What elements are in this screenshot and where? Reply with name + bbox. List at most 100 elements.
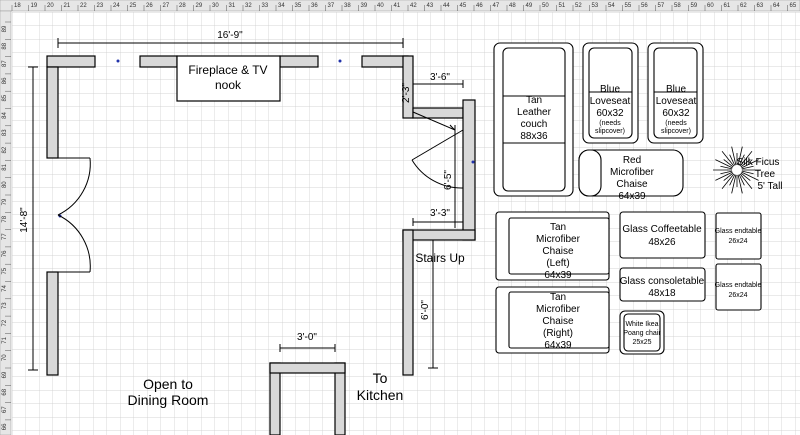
svg-text:slipcover): slipcover) [661,128,691,135]
top-ruler-number: 18 [14,3,21,9]
left-ruler-number: 87 [2,60,8,67]
left-ruler-number: 77 [2,233,8,240]
endtable-1-size: 26x24 [728,238,747,245]
left-ruler-number: 88 [2,42,8,49]
loveseat-2-text: Blue Loveseat 60x32 (needs slipcover) [656,84,697,135]
left-ruler-number: 80 [2,181,8,188]
svg-text:Loveseat: Loveseat [590,96,631,107]
to-kitchen-line1: To [373,370,388,386]
ficus-leaf [715,171,733,181]
ficus-leaf [741,159,759,169]
left-ruler: 8988878685848382818079787776757473727170… [0,10,12,435]
top-ruler-number: 29 [196,3,203,9]
ficus-leaf [715,159,733,169]
top-ruler-number: 46 [476,3,483,9]
left-door [57,157,91,273]
red-microfiber-chaise [578,149,684,197]
left-ruler-number: 89 [2,25,8,32]
top-ruler-number: 48 [509,3,516,9]
ficus-leaf [741,171,759,181]
top-ruler-number: 33 [262,3,269,9]
svg-text:60x32: 60x32 [596,108,624,119]
svg-text:(needs: (needs [599,120,621,127]
svg-text:60x32: 60x32 [662,108,690,119]
tan-chaise-right [495,286,610,354]
dim-left-wall: 14'-8" [19,207,30,233]
left-ruler-number: 75 [2,267,8,274]
svg-text:Blue: Blue [666,84,686,95]
bottom-post-right [334,362,346,435]
bottom-post-top [269,362,346,374]
top-ruler-number: 50 [542,3,549,9]
dining-line1: Open to [143,376,193,392]
ficus-leaf [720,165,733,170]
consoletable-label: Glass consoletable [620,276,705,287]
ficus-leaf [739,150,753,167]
svg-text:(Right): (Right) [543,328,573,339]
top-ruler-number: 52 [575,3,582,9]
left-ruler-number: 66 [2,423,8,430]
top-ruler-number: 41 [394,3,401,9]
left-ruler-number: 83 [2,129,8,136]
svg-text:64x39: 64x39 [618,191,646,202]
svg-text:64x39: 64x39 [544,270,572,281]
left-ruler-number: 68 [2,388,8,395]
left-ruler-number: 74 [2,285,8,292]
left-ruler-number: 70 [2,354,8,361]
top-ruler-number: 25 [130,3,137,9]
svg-text:Chaise: Chaise [542,246,574,257]
poang-line1: White Ikea [625,321,658,328]
ficus-leaf [737,174,743,194]
left-wall-lower [46,271,59,376]
svg-text:Tree: Tree [755,169,776,180]
right-bay-wall [412,107,464,119]
dining-line2: Dining Room [128,392,209,408]
svg-text:Chaise: Chaise [616,179,648,190]
svg-text:Microfiber: Microfiber [536,234,581,245]
ficus-leaf [739,173,753,190]
top-ruler-number: 58 [674,3,681,9]
top-ruler-number: 64 [773,3,780,9]
top-ruler-number: 27 [163,3,170,9]
ficus-leaf [737,146,743,166]
left-ruler-number: 72 [2,319,8,326]
svg-text:Tan: Tan [550,292,566,303]
glass-endtable-1 [715,212,762,260]
ficus-leaf [721,150,735,167]
dim-hall-width: 3'-3" [430,208,450,219]
top-ruler-number: 49 [526,3,533,9]
dim-bay-width: 3'-6" [430,72,450,83]
top-ruler-number: 45 [460,3,467,9]
ficus-text: Silk Ficus Tree 5' Tall [737,157,783,192]
top-wall-right [361,55,409,68]
svg-text:Microfiber: Microfiber [610,167,655,178]
top-ruler-number: 23 [97,3,104,9]
left-ruler-number: 67 [2,406,8,413]
top-ruler-number: 32 [245,3,252,9]
top-wall-left [46,55,96,68]
top-ruler-number: 63 [757,3,764,9]
top-ruler-number: 35 [295,3,302,9]
svg-text:Leather: Leather [517,107,552,118]
ficus-leaf [723,172,734,181]
left-ruler-number: 71 [2,336,8,343]
top-ruler-number: 37 [328,3,335,9]
top-ruler-number: 20 [47,3,54,9]
glass-coffeetable [619,211,706,259]
dim-bay-depth: 2'-3" [401,83,412,103]
top-ruler-number: 28 [179,3,186,9]
ficus-leaf [741,170,754,175]
top-ruler-number: 65 [790,3,797,9]
top-ruler-number: 61 [724,3,731,9]
top-ruler-number: 57 [658,3,665,9]
left-ruler-number: 76 [2,250,8,257]
dimension-lines [28,38,464,371]
coffeetable-size: 48x26 [648,237,676,248]
top-wall-middle-left [139,55,178,68]
silk-ficus-tree-icon [713,146,761,194]
top-ruler-number: 60 [707,3,714,9]
top-ruler-number: 22 [80,3,87,9]
glass-endtable-2 [715,263,762,311]
svg-text:(Left): (Left) [546,258,569,269]
